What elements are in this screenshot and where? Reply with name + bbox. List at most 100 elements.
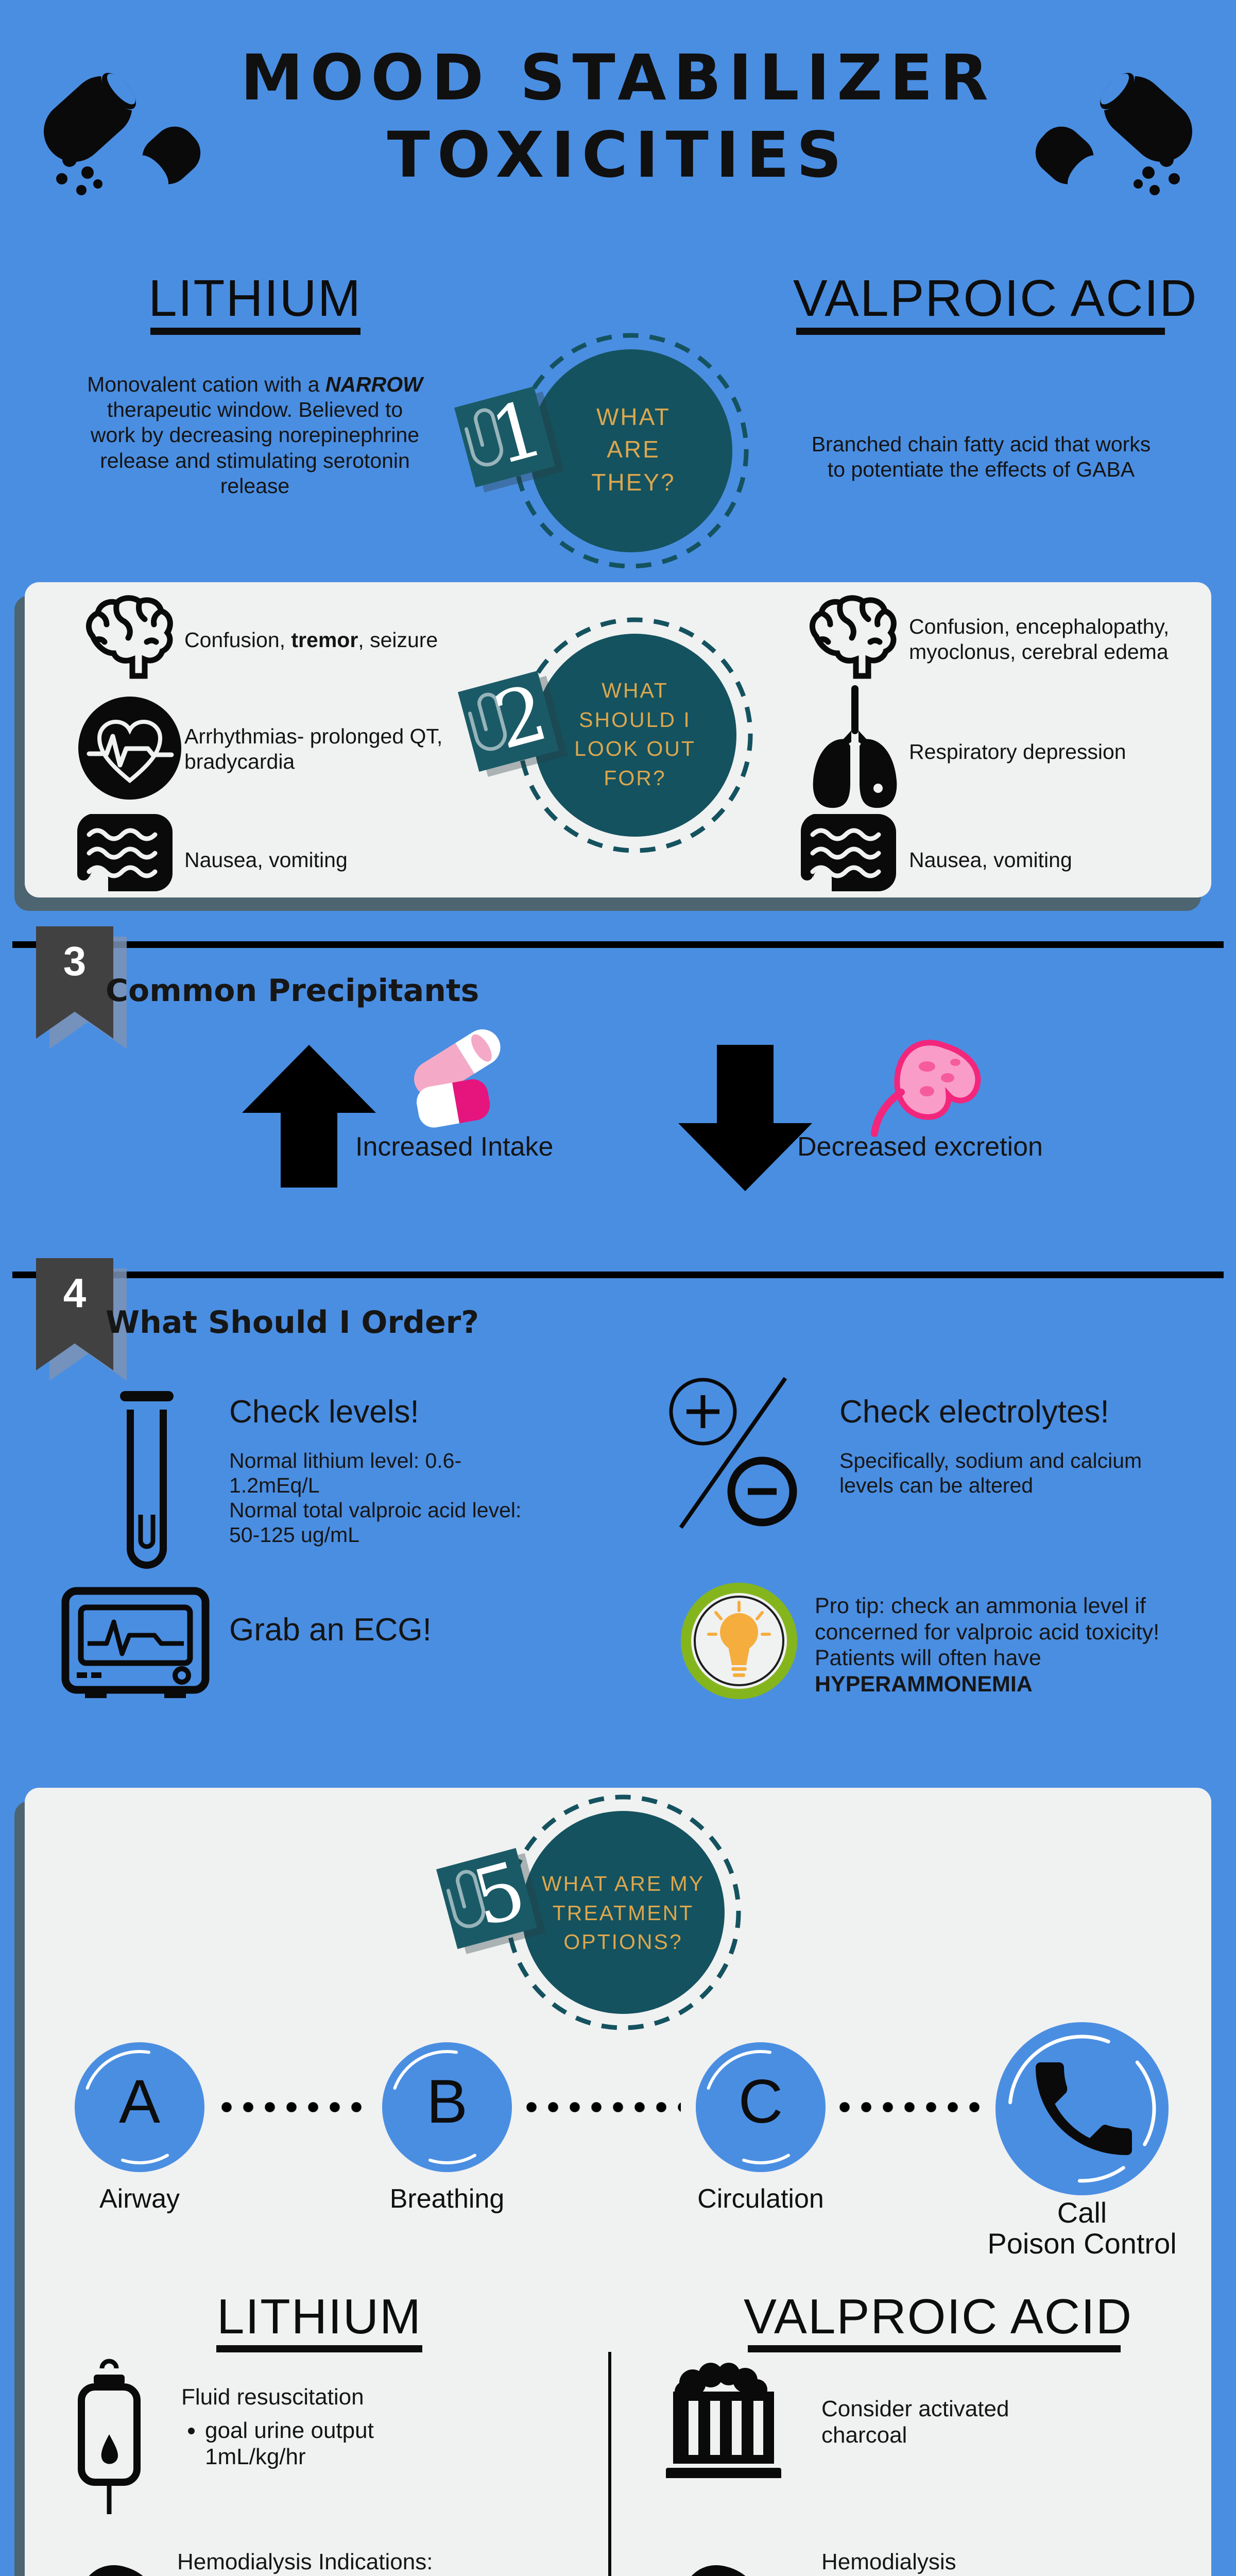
- heart-ecg-icon: [78, 697, 181, 800]
- airway-circle: [75, 2042, 204, 2172]
- valproic-gi-symptoms: Nausea, vomiting: [909, 848, 1072, 872]
- activated-charcoal-text: Consider activated charcoal: [821, 2396, 1009, 2448]
- phone-icon: [995, 2022, 1169, 2195]
- section4-number: 4: [63, 1270, 87, 1316]
- iv-bag-icon: [78, 2359, 141, 2514]
- kidney-icon: [692, 2565, 746, 2576]
- section3-number: 3: [63, 938, 87, 984]
- lithium-description: Monovalent cation with a NARROW therapeu…: [85, 372, 425, 499]
- circulation-letter: C: [738, 2067, 783, 2136]
- valproic-description: Branched chain fatty acid that works to …: [811, 432, 1151, 482]
- up-arrow-icon: [242, 1045, 376, 1113]
- text-segment: Confusion,: [184, 628, 291, 652]
- ion-charges-icon: [669, 1377, 797, 1529]
- lithium-underline: [150, 328, 360, 335]
- up-arrow-shaft: [281, 1110, 337, 1188]
- lithium-neuro-symptoms: Confusion, tremor, seizure: [184, 628, 473, 653]
- breathing-label: Breathing: [389, 2184, 505, 2214]
- kidney-icon: [89, 2565, 143, 2576]
- test-tube-icon: [120, 1391, 174, 1569]
- question-line: OPTIONS?: [563, 1930, 683, 1954]
- section4-title: What Should I Order?: [106, 1304, 479, 1341]
- section5-number-badge: 5: [436, 1845, 537, 1949]
- list-item: Normal total valproic acid level: 50-125…: [229, 1498, 522, 1547]
- circulation-circle: [696, 2042, 826, 2172]
- lithium-treatment-heading: LITHIUM: [217, 2289, 422, 2344]
- section1-question: WHAT ARE THEY?: [530, 401, 736, 499]
- text-segment: tremor: [291, 628, 358, 652]
- section4-divider-line: [12, 1272, 1224, 1278]
- decreased-excretion-label: Decreased excretion: [797, 1132, 1043, 1162]
- valproic-treatment-underline: [748, 2345, 1121, 2352]
- text-segment: Monovalent cation with a: [87, 372, 325, 396]
- question-line: TREATMENT: [552, 1901, 694, 1925]
- airway-label: Airway: [99, 2184, 180, 2214]
- call-label-line1: Call: [1057, 2196, 1107, 2229]
- lithium-treatment-underline: [216, 2345, 422, 2352]
- call-label-line2: Poison Control: [987, 2227, 1177, 2260]
- lithium-gi-symptoms: Nausea, vomiting: [184, 848, 348, 872]
- lithium-heading: LITHIUM: [148, 269, 362, 327]
- down-arrow-shaft: [717, 1045, 774, 1125]
- question-line: WHAT ARE MY: [541, 1872, 705, 1895]
- paperclip-icon: [447, 1870, 485, 1928]
- question-line: SHOULD I: [579, 707, 691, 732]
- lightbulb-icon: [681, 1583, 797, 1699]
- list-item: goal urine output 1mL/kg/hr: [205, 2417, 447, 2470]
- brain-icon: [85, 595, 173, 679]
- fluid-resuscitation-bullets: goal urine output 1mL/kg/hr: [181, 2417, 447, 2475]
- down-arrow-icon: [678, 1123, 812, 1191]
- airway-letter: A: [118, 2067, 161, 2136]
- question-line: FOR?: [604, 766, 666, 790]
- pill-capsule-icon: [43, 66, 201, 195]
- lungs-icon: [813, 685, 897, 808]
- question-line: WHAT: [596, 403, 671, 430]
- section3-divider-line: [12, 941, 1224, 948]
- paperclip-icon: [465, 408, 503, 467]
- check-levels-title: Check levels!: [229, 1394, 419, 1430]
- text-segment: HYPERAMMONEMIA: [815, 1672, 1033, 1697]
- section3-title: Common Precipitants: [106, 973, 479, 1009]
- column-divider: [608, 2352, 611, 2576]
- kidney-pink-icon: [871, 1040, 981, 1137]
- electrolytes-note: Specifically, sodium and calcium levels …: [839, 1449, 1142, 1497]
- increased-intake-label: Increased Intake: [355, 1132, 554, 1162]
- lithium-cardiac-symptoms: Arrhythmias- prolonged QT, bradycardia: [184, 724, 443, 774]
- dots-b-c: [526, 2102, 681, 2112]
- section5-question: WHAT ARE MY TREATMENT OPTIONS?: [520, 1869, 726, 1957]
- question-line: WHAT: [602, 679, 668, 702]
- question-line: ARE: [607, 436, 660, 463]
- paperclip-icon: [468, 692, 507, 751]
- section1-number-badge: 1: [454, 383, 555, 487]
- question-line: LOOK OUT: [574, 737, 696, 761]
- valproic-respiratory-symptoms: Respiratory depression: [909, 740, 1126, 764]
- valproic-heading: VALPROIC ACID: [793, 269, 1198, 327]
- circulation-label: Circulation: [697, 2184, 824, 2214]
- charcoal-cart-icon: [666, 2363, 781, 2478]
- dots-c-phone: [839, 2102, 981, 2112]
- gi-tract-icon: [800, 814, 896, 891]
- page-title-line1: MOOD STABILIZER: [241, 41, 995, 114]
- hemodialysis-indications-title: Hemodialysis Indications:: [177, 2549, 433, 2574]
- text-segment: therapeutic window. Believed to work by …: [90, 398, 420, 498]
- ammonia-protip: Pro tip: check an ammonia level if conce…: [815, 1593, 1186, 1698]
- text-segment: NARROW: [325, 372, 423, 396]
- ecg-monitor-icon: [61, 1587, 210, 1698]
- gi-tract-icon: [77, 814, 173, 891]
- brain-icon: [809, 595, 897, 679]
- valproic-neuro-symptoms: Confusion, encephalopathy, myoclonus, ce…: [909, 615, 1170, 664]
- fluid-resuscitation-title: Fluid resuscitation: [181, 2384, 364, 2410]
- text-segment: Pro tip: check an ammonia level if conce…: [815, 1594, 1160, 1671]
- grab-ecg-title: Grab an ECG!: [229, 1612, 432, 1648]
- section2-number-badge: 2: [458, 668, 559, 772]
- valproic-treatment-heading: VALPROIC ACID: [744, 2289, 1133, 2344]
- pill-capsule-icon: [1035, 66, 1193, 195]
- list-item: Normal lithium level: 0.6-1.2mEq/L: [229, 1449, 462, 1497]
- hemodialysis-title: Hemodialysis: [821, 2549, 956, 2574]
- breathing-circle: [382, 2042, 512, 2172]
- dots-a-b: [221, 2102, 371, 2112]
- breathing-letter: B: [426, 2067, 468, 2136]
- pill-open-icon: [414, 1029, 501, 1128]
